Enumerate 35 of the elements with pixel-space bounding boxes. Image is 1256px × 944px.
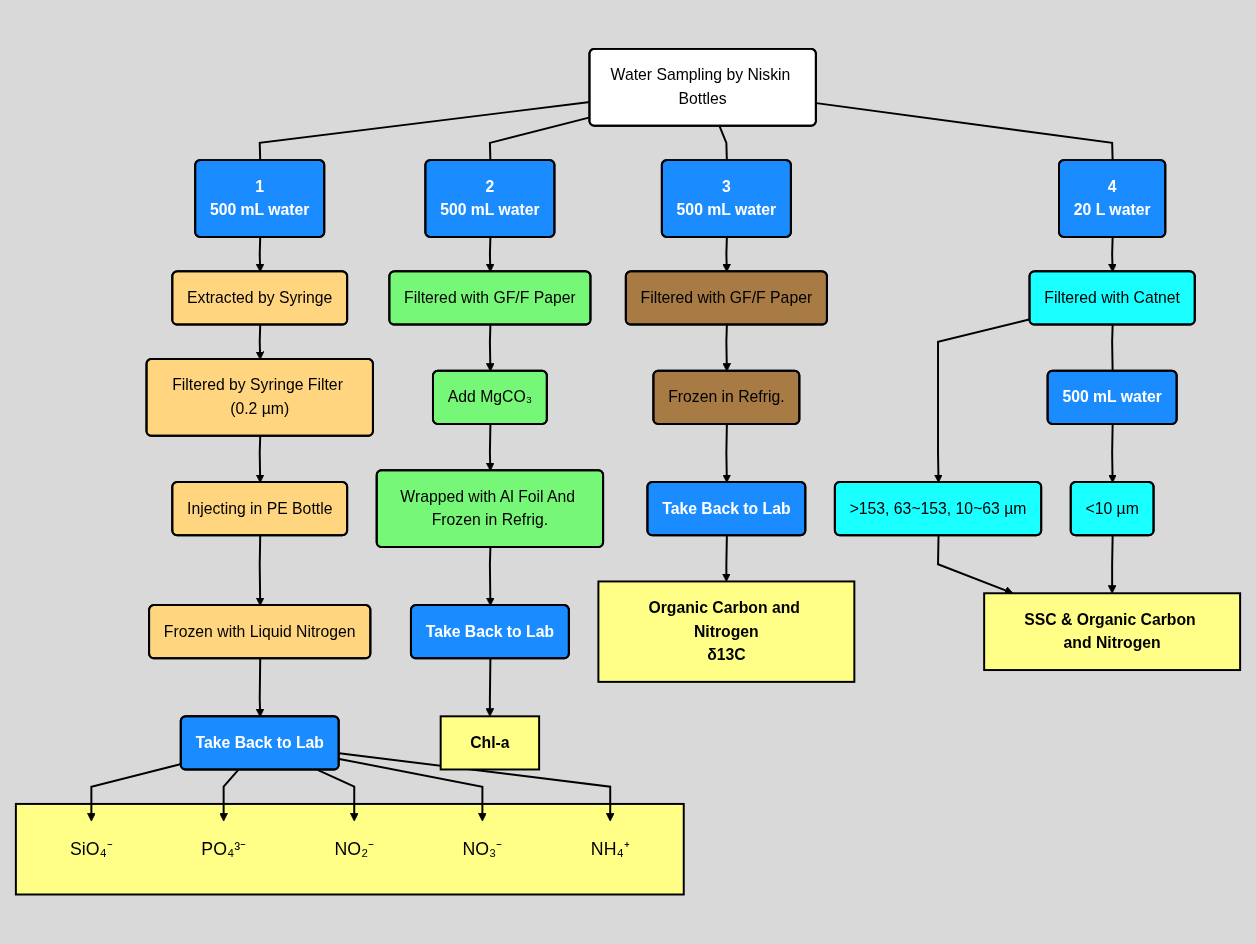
arrow — [316, 769, 359, 822]
arrow — [255, 658, 265, 718]
arrow — [722, 236, 731, 273]
arrow — [485, 236, 495, 273]
node-text: NO₂⁻ — [334, 839, 374, 859]
arrow — [255, 535, 265, 607]
connector — [815, 102, 1114, 162]
arrow — [1107, 535, 1117, 594]
arrow — [485, 324, 495, 372]
arrow — [722, 423, 732, 484]
node-box: Organic Carbon and Nitrogen δ13C — [597, 580, 856, 684]
arrow — [338, 758, 487, 822]
connector — [718, 125, 728, 162]
arrow — [485, 423, 495, 472]
cluster — [14, 803, 685, 896]
arrow — [485, 546, 495, 607]
node-box: SSC & Organic Carbon and Nitrogen — [983, 592, 1242, 672]
arrow — [255, 236, 265, 273]
node-text: NO₃⁻ — [462, 839, 503, 859]
arrow — [722, 535, 731, 583]
arrow — [1108, 236, 1117, 273]
connector — [1111, 324, 1114, 373]
arrow — [255, 435, 265, 484]
arrow — [1108, 423, 1117, 484]
arrow — [338, 752, 615, 822]
arrow — [722, 324, 732, 372]
node-text: NH₄⁺ — [590, 839, 630, 859]
arrow — [937, 535, 1014, 595]
node-text: PO₄³⁻ — [201, 839, 246, 859]
arrow — [934, 318, 1031, 484]
node-box: Chl-a — [439, 715, 541, 771]
arrow — [485, 658, 495, 717]
arrow — [219, 769, 240, 822]
arrow — [255, 324, 265, 361]
node-text: SiO₄⁻ — [70, 839, 113, 859]
